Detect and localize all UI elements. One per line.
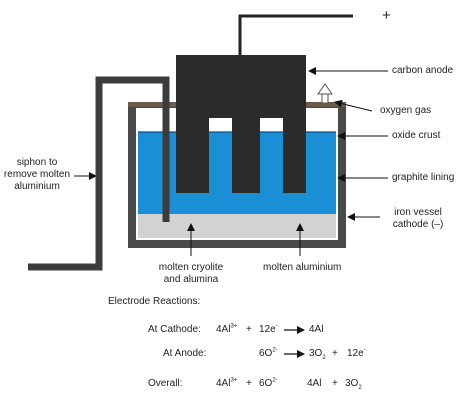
label-oxide-crust: oxide crust xyxy=(392,130,441,141)
label-siphon: siphon to remove molten aluminium xyxy=(3,157,71,192)
cathode-electrons: 12e- xyxy=(259,323,278,335)
anode-electrons: 12e- xyxy=(347,347,366,359)
siphon-tube xyxy=(28,76,170,271)
label-molten-aluminium: molten aluminium xyxy=(263,262,342,273)
overall-plus-1: + xyxy=(246,378,252,389)
label-molten-cryolite: molten cryolite and alumina xyxy=(158,262,224,285)
label-oxygen-gas: oxygen gas xyxy=(380,105,432,116)
cathode-plus: + xyxy=(246,324,252,335)
anode-plus: + xyxy=(332,348,338,359)
anode-label: At Anode: xyxy=(163,348,207,359)
cathode-reactant-al: 4Al3+ xyxy=(216,323,238,335)
oxygen-arrow-icon xyxy=(317,83,333,95)
overall-plus-2: + xyxy=(332,378,338,389)
overall-label: Overall: xyxy=(148,378,183,389)
overall-reactant-o: 6O2- xyxy=(259,377,278,389)
carbon-anode xyxy=(176,55,306,193)
anode-wire xyxy=(238,14,353,55)
anode-product-o2: 3O2 xyxy=(309,348,326,361)
cathode-product: 4Al xyxy=(309,324,324,335)
overall-product-al: 4Al xyxy=(307,378,322,389)
reactions-heading: Electrode Reactions: xyxy=(108,296,201,307)
label-carbon-anode: carbon anode xyxy=(392,65,454,76)
overall-reactant-al: 4Al3+ xyxy=(216,377,238,389)
cathode-label: At Cathode: xyxy=(148,324,201,335)
label-iron-vessel-cathode: iron vessel cathode (–) xyxy=(392,207,444,230)
label-graphite-lining: graphite lining xyxy=(392,172,455,183)
anode-reactant-o: 6O2- xyxy=(259,347,278,359)
positive-terminal-sign: + xyxy=(382,7,391,24)
pointer-oxygen-gas xyxy=(334,99,373,112)
overall-product-o2: 3O2 xyxy=(345,378,362,391)
oxygen-outlet xyxy=(321,93,329,104)
